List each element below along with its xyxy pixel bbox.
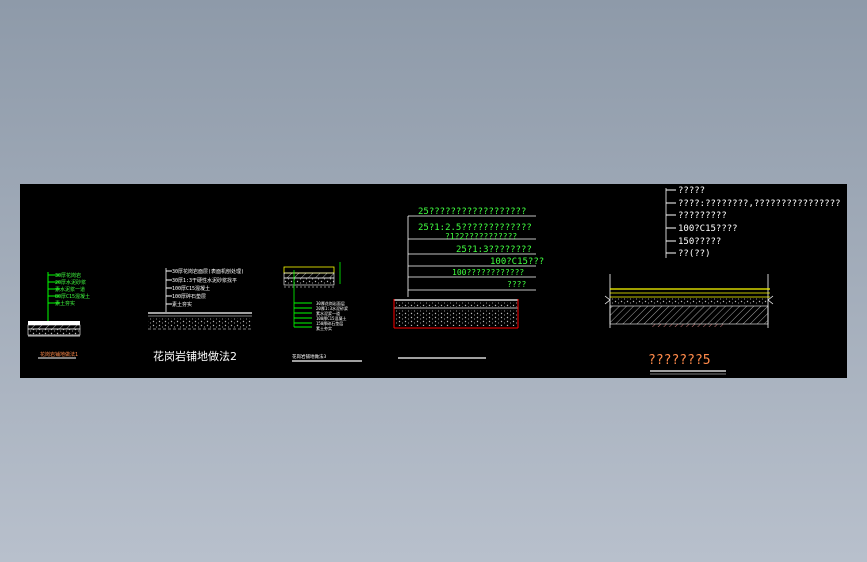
detail4-label-3: ?1?2??????????? bbox=[445, 232, 517, 241]
svg-text:20厚水泥砂浆: 20厚水泥砂浆 bbox=[55, 279, 86, 286]
cad-drawing-viewport[interactable]: 30厚花岗岩 20厚水泥砂浆 素水泥浆一道 80厚C15混凝土 素土夯实 花岗岩… bbox=[20, 184, 847, 378]
detail1-label-5: 素土夯实 bbox=[48, 300, 75, 307]
detail3-label-1: 30厚花岗岩面层 bbox=[294, 300, 345, 306]
detail2-label-4: 100厚碎石垫层 bbox=[166, 293, 206, 300]
concrete-layer bbox=[610, 298, 768, 304]
svg-text:?????: ????? bbox=[678, 186, 705, 196]
stone-layer bbox=[283, 266, 335, 274]
svg-text:100厚C15混凝土: 100厚C15混凝土 bbox=[316, 315, 346, 321]
svg-text:30厚花岗岩面层(表面机刨处理): 30厚花岗岩面层(表面机刨处理) bbox=[172, 268, 244, 275]
detail1-label-4: 80厚C15混凝土 bbox=[48, 293, 90, 300]
detail1-label-1: 30厚花岗岩 bbox=[48, 272, 81, 279]
mortar-layer bbox=[394, 302, 518, 307]
svg-text:100厚碎石垫层: 100厚碎石垫层 bbox=[172, 293, 206, 300]
concrete-layer bbox=[394, 310, 518, 326]
svg-text:30厚1:3干硬性水泥砂浆找平: 30厚1:3干硬性水泥砂浆找平 bbox=[172, 277, 237, 284]
svg-text:100厚C15混凝土: 100厚C15混凝土 bbox=[172, 285, 210, 292]
paving-detail-5: ????? ????:????????,???????????????? ???… bbox=[604, 186, 841, 375]
svg-text:150?????: 150????? bbox=[678, 237, 721, 247]
detail5-caption: ???????5 bbox=[648, 353, 711, 368]
detail2-caption: 花岗岩铺地做法2 bbox=[153, 349, 237, 363]
svg-text:80厚C15混凝土: 80厚C15混凝土 bbox=[55, 293, 90, 300]
svg-text:素土夯实: 素土夯实 bbox=[55, 300, 75, 307]
mortar-layer bbox=[283, 272, 335, 279]
detail1-caption: 花岗岩铺地做法1 bbox=[40, 351, 78, 358]
base-layer bbox=[148, 318, 252, 328]
stone-layer bbox=[28, 321, 80, 325]
paving-detail-2: 30厚花岗岩面层(表面机刨处理) 30厚1:3干硬性水泥砂浆找平 100厚C15… bbox=[148, 268, 252, 363]
base-layer bbox=[283, 277, 335, 286]
svg-text:素土夯实: 素土夯实 bbox=[172, 301, 192, 308]
detail4-label-1: 25?????????????????? bbox=[418, 207, 526, 217]
detail2-label-1: 30厚花岗岩面层(表面机刨处理) bbox=[166, 268, 244, 275]
gravel-layer bbox=[609, 305, 769, 325]
svg-text:?????????: ????????? bbox=[678, 211, 727, 221]
paving-detail-1: 30厚花岗岩 20厚水泥砂浆 素水泥浆一道 80厚C15混凝土 素土夯实 花岗岩… bbox=[27, 272, 90, 359]
detail2-label-2: 30厚1:3干硬性水泥砂浆找平 bbox=[166, 277, 237, 284]
detail3-label-4: 100厚C15混凝土 bbox=[294, 315, 346, 321]
detail3-label-3: 素水泥浆一道 bbox=[294, 310, 340, 316]
detail1-label-3: 素水泥浆一道 bbox=[48, 286, 85, 293]
base-layer bbox=[27, 328, 81, 336]
detail3-caption: 花岗岩铺地做法3 bbox=[292, 353, 326, 360]
detail5-label-2: ????:????????,???????????????? bbox=[666, 199, 841, 209]
detail2-label-5: 素土夯实 bbox=[166, 301, 192, 308]
soil-layer bbox=[652, 324, 724, 327]
svg-text:素水泥浆一道: 素水泥浆一道 bbox=[55, 286, 85, 293]
detail4-label-7: ???? bbox=[507, 280, 526, 289]
detail5-label-3: ????????? bbox=[666, 211, 727, 221]
svg-text:30厚花岗岩: 30厚花岗岩 bbox=[55, 272, 81, 279]
detail4-label-5: 100?C15??? bbox=[490, 257, 544, 267]
detail5-label-6: ??(??) bbox=[666, 249, 711, 259]
detail3-label-2: 20厚1:3水泥砂浆 bbox=[294, 305, 348, 311]
detail3-label-5: 150厚碎石垫层 bbox=[294, 320, 343, 326]
detail1-label-2: 20厚水泥砂浆 bbox=[48, 279, 86, 286]
detail5-label-1: ????? bbox=[666, 186, 705, 196]
detail5-label-5: 150????? bbox=[666, 237, 721, 247]
mortar-layer bbox=[27, 324, 81, 330]
svg-text:30厚花岗岩面层: 30厚花岗岩面层 bbox=[316, 300, 345, 306]
detail4-label-2: 25?1:2.5????????????? bbox=[418, 223, 532, 233]
detail5-label-4: 100?C15???? bbox=[666, 224, 738, 234]
paving-detail-4: 25?????????????????? 25?1:2.5???????????… bbox=[393, 207, 544, 359]
paving-detail-3: 30厚花岗岩面层 20厚1:3水泥砂浆 素水泥浆一道 100厚C15混凝土 15… bbox=[283, 262, 362, 362]
cad-drawing-canvas: 30厚花岗岩 20厚水泥砂浆 素水泥浆一道 80厚C15混凝土 素土夯实 花岗岩… bbox=[27, 186, 841, 375]
svg-text:100?C15????: 100?C15???? bbox=[678, 224, 738, 234]
svg-text:????:????????,????????????????: ????:????????,???????????????? bbox=[678, 199, 841, 209]
svg-text:素土夯实: 素土夯实 bbox=[316, 325, 332, 331]
svg-text:??(??): ??(??) bbox=[678, 249, 711, 259]
detail3-label-6: 素土夯实 bbox=[294, 325, 332, 331]
svg-text:20厚1:3水泥砂浆: 20厚1:3水泥砂浆 bbox=[316, 305, 348, 311]
detail2-label-3: 100厚C15混凝土 bbox=[166, 285, 210, 292]
svg-text:素水泥浆一道: 素水泥浆一道 bbox=[316, 310, 340, 316]
detail4-label-4: 25?1:3???????? bbox=[456, 245, 532, 255]
detail4-label-6: 100???????????? bbox=[452, 268, 524, 277]
svg-text:150厚碎石垫层: 150厚碎石垫层 bbox=[316, 320, 343, 326]
